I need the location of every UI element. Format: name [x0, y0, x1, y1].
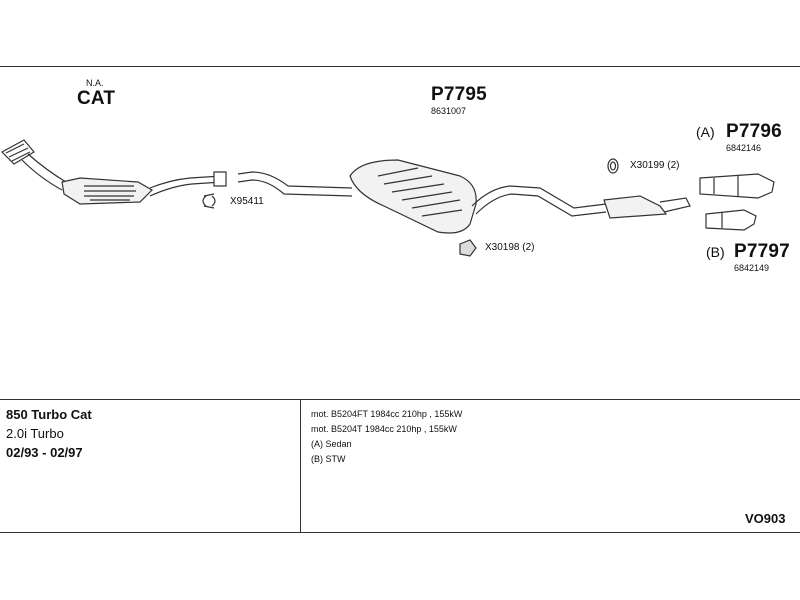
- clamp-label: X95411: [230, 196, 264, 207]
- cat-label: CAT: [77, 88, 116, 109]
- spec-line: mot. B5204FT 1984cc 210hp , 155kW: [311, 409, 463, 419]
- front-flange: [1, 139, 35, 165]
- hanger-label: X30198 (2): [485, 242, 535, 253]
- intermediate-pipe: [237, 171, 353, 197]
- spec-line: (A) Sedan: [311, 439, 352, 449]
- center-muffler: [349, 159, 477, 234]
- ring-label: X30199 (2): [630, 160, 680, 171]
- divider-horizontal: [0, 399, 800, 400]
- vehicle-engine: 2.0i Turbo: [6, 426, 64, 441]
- tailpipe-tip-a: [699, 173, 775, 199]
- vehicle-model: 850 Turbo Cat: [6, 407, 92, 422]
- oe-number-p7795: 8631007: [431, 106, 467, 116]
- tailpipe: [659, 197, 691, 213]
- catalytic-converter: [61, 177, 153, 205]
- ring-icon: [607, 158, 619, 174]
- part-code-p7796: P7796: [726, 121, 782, 142]
- oe-number-p7797: 6842149: [734, 263, 770, 273]
- oe-number-p7796: 6842146: [726, 143, 762, 153]
- divider-vertical: [300, 400, 301, 533]
- vehicle-years: 02/93 - 02/97: [6, 445, 83, 460]
- diagram-code: VO903: [745, 511, 786, 526]
- cat-note: N.A.: [86, 78, 104, 88]
- joint-sleeve: [213, 171, 227, 187]
- part-code-p7797: P7797: [734, 241, 790, 262]
- spec-line: mot. B5204T 1984cc 210hp , 155kW: [311, 424, 457, 434]
- hanger-icon: [459, 239, 477, 257]
- variant-a-label: (A): [696, 124, 715, 140]
- rear-muffler: [603, 195, 668, 219]
- spec-line: (B) STW: [311, 454, 346, 464]
- intermediate-pipe-front: [149, 175, 223, 197]
- rear-pipe: [471, 185, 607, 217]
- downpipe: [21, 153, 67, 191]
- clamp-icon: [202, 193, 216, 209]
- variant-b-label: (B): [706, 244, 725, 260]
- diagram-frame: [0, 66, 800, 533]
- part-code-p7795: P7795: [431, 84, 487, 105]
- tailpipe-tip-b: [705, 209, 757, 231]
